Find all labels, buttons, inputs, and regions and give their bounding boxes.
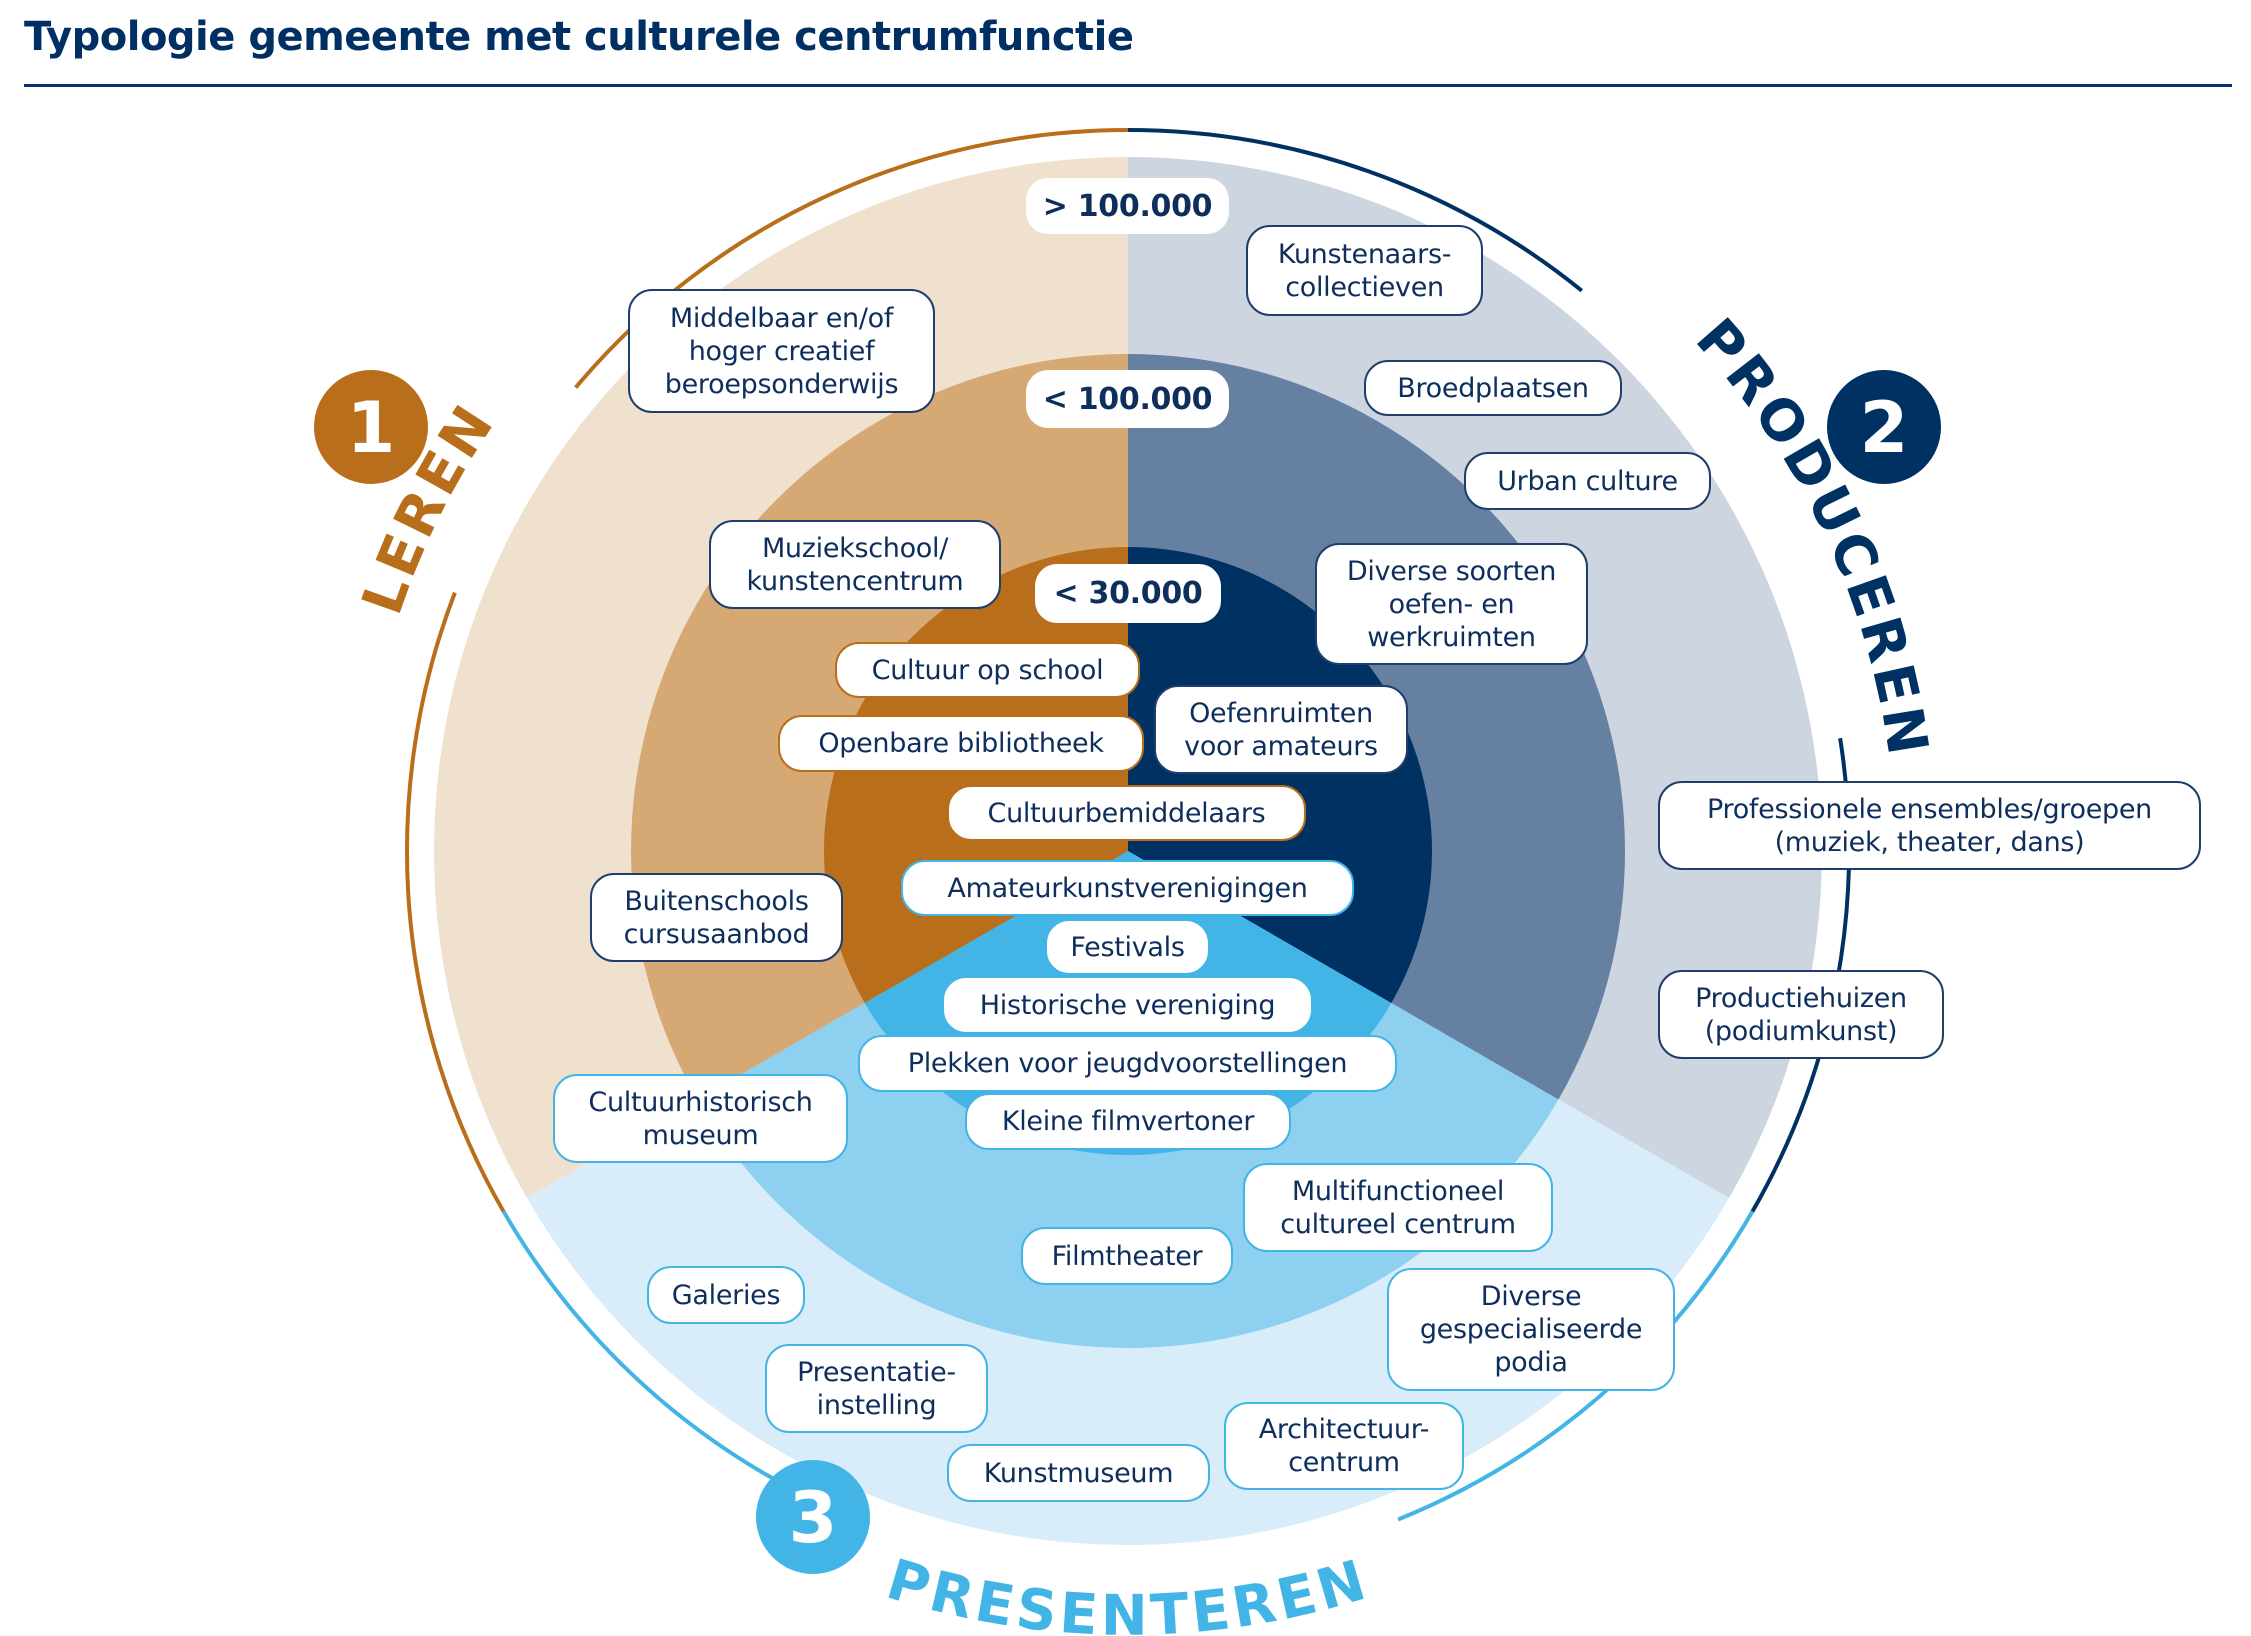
item-cultuurhistorisch-museum: Cultuurhistorisch museum <box>553 1074 848 1163</box>
item-presentatie-instelling: Presentatie- instelling <box>765 1344 988 1433</box>
item-architectuurcentrum: Architectuur- centrum <box>1224 1402 1464 1490</box>
item-oefenruimten: Oefenruimten voor amateurs <box>1154 685 1408 774</box>
item-festivals: Festivals <box>1045 919 1210 975</box>
label-presenteren: PRESENTEREN <box>880 1547 1377 1636</box>
item-cultuur-op-school: Cultuur op school <box>835 642 1140 698</box>
item-galeries: Galeries <box>647 1266 805 1324</box>
ring-arc-presenteren-2 <box>501 1210 747 1465</box>
level-under-30000: < 30.000 <box>1035 564 1221 623</box>
item-multifunctioneel-centrum: Multifunctioneel cultureel centrum <box>1243 1163 1553 1252</box>
badge-2: 2 <box>1827 370 1941 484</box>
item-kunstmuseum: Kunstmuseum <box>947 1444 1210 1502</box>
ring-arc-presenteren-0 <box>1397 1210 1755 1522</box>
item-middelbaar-onderwijs: Middelbaar en/of hoger creatief beroepso… <box>628 289 935 413</box>
title-divider <box>24 84 2232 87</box>
level-under-100000: < 100.000 <box>1026 370 1229 428</box>
badge-circle-presenteren <box>756 1460 870 1574</box>
badge-number-2: 2 <box>1860 387 1909 469</box>
item-urban-culture: Urban culture <box>1464 452 1711 510</box>
item-historische-vereniging: Historische vereniging <box>942 976 1313 1034</box>
ring-arc-leren-0 <box>405 591 506 1213</box>
item-broedplaatsen: Broedplaatsen <box>1364 360 1622 416</box>
item-kunstenaarscollectieven: Kunstenaars- collectieven <box>1246 225 1483 316</box>
page-title: Typologie gemeente met culturele centrum… <box>24 14 1134 60</box>
item-muziekschool: Muziekschool/ kunstencentrum <box>709 520 1001 609</box>
item-openbare-bibliotheek: Openbare bibliotheek <box>778 715 1144 772</box>
level-over-100000: > 100.000 <box>1026 178 1229 234</box>
badge-3: 3 <box>756 1460 870 1574</box>
badge-circle-produceren <box>1827 370 1941 484</box>
badge-number-3: 3 <box>789 1477 838 1559</box>
ring-arc-produceren-0 <box>1127 128 1583 293</box>
item-buitenschools: Buitenschools cursusaanbod <box>590 873 843 962</box>
badge-number-1: 1 <box>347 387 396 469</box>
item-professionele-ensembles: Professionele ensembles/groepen (muziek,… <box>1658 781 2201 870</box>
item-cultuurbemiddelaars: Cultuurbemiddelaars <box>947 785 1306 841</box>
badge-1: 1 <box>314 370 428 484</box>
item-gespecialiseerde-podia: Diverse gespecialiseerde podia <box>1387 1268 1675 1391</box>
item-amateurkunstverenigingen: Amateurkunstverenigingen <box>901 860 1354 916</box>
item-filmtheater: Filmtheater <box>1021 1227 1233 1285</box>
item-diverse-werkruimten: Diverse soorten oefen- en werkruimten <box>1315 543 1588 665</box>
item-jeugdvoorstellingen: Plekken voor jeugdvoorstellingen <box>858 1035 1397 1092</box>
item-productiehuizen: Productiehuizen (podiumkunst) <box>1658 970 1944 1059</box>
item-kleine-filmvertoner: Kleine filmvertoner <box>965 1093 1291 1150</box>
badge-circle-leren <box>314 370 428 484</box>
